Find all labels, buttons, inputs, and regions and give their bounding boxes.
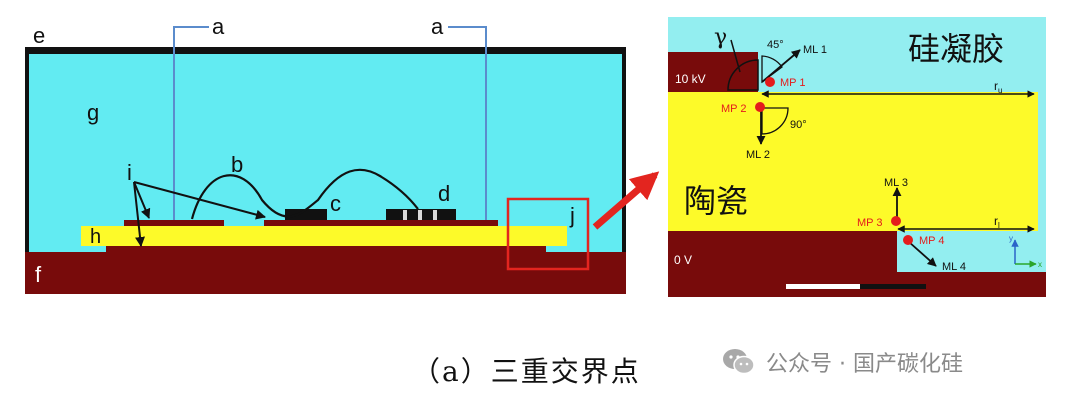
ru-sub: u [998, 86, 1002, 95]
bond-wire-b [190, 168, 419, 220]
label-f: f [35, 262, 42, 287]
gel-label: 硅凝胶 [908, 30, 1004, 68]
voltage-high-label: 10 kV [675, 72, 706, 86]
mp3-label: MP 3 [857, 217, 882, 229]
zoom-highlight-box [506, 197, 590, 271]
label-b: b [231, 152, 243, 177]
chip-d-gap-3 [433, 210, 437, 220]
housing-right-edge [622, 47, 626, 257]
ml4-label: ML 4 [942, 261, 966, 273]
label-a-right: a [431, 14, 444, 39]
ml1-arrow [761, 49, 801, 83]
ml2-label: ML 2 [746, 149, 770, 161]
pointer-i-1 [133, 181, 151, 219]
axis-y-label: y [1009, 234, 1013, 243]
mp1-label: MP 1 [780, 77, 805, 89]
housing-top-edge [25, 47, 626, 54]
ru-label: ru [994, 79, 1002, 95]
axis-x-label: x [1038, 260, 1042, 269]
pointer-i-3 [133, 181, 145, 247]
chip-d-gap-2 [418, 210, 422, 220]
ml1-label: ML 1 [803, 44, 827, 56]
label-h: h [90, 226, 101, 248]
watermark-text: 公众号 · 国产碳化硅 [766, 352, 963, 377]
module-cross-section: e g f h i b c d j a a [25, 14, 660, 294]
mp1-point [765, 77, 775, 87]
terminal-wire-right [448, 26, 487, 220]
baseplate [25, 252, 626, 294]
label-e: e [33, 23, 45, 48]
gamma-angle-wedge [727, 59, 759, 91]
triple-point-detail: γ 45° ML 1 90° ML 2 ru rl ML 3 ML 4 MP 1… [668, 17, 1046, 297]
housing-left-edge [25, 47, 29, 257]
ceramic-label: 陶瓷 [684, 182, 748, 220]
mp3-point [891, 216, 901, 226]
angle-45-wedge [761, 55, 783, 84]
mp2-point [755, 102, 765, 112]
gamma-symbol: γ [714, 25, 727, 50]
ml4-arrow [908, 241, 937, 267]
gamma-pointer [730, 39, 741, 73]
rl-sub: l [998, 221, 1000, 230]
watermark: 公众号 · 国产碳化硅 [722, 346, 963, 378]
rl-main: r [994, 214, 998, 228]
detail-scale-bar [786, 284, 926, 289]
mp4-point [903, 235, 913, 245]
terminal-wire-left [173, 26, 209, 220]
pointer-i-2 [133, 181, 266, 220]
label-a-left: a [212, 14, 225, 39]
rl-label: rl [994, 214, 1000, 230]
mp4-label: MP 4 [919, 235, 944, 247]
detail-ceramic [668, 92, 1038, 231]
metal-pad-right [264, 220, 498, 226]
label-i: i [127, 160, 132, 185]
angle-90-label: 90° [790, 119, 807, 131]
chip-c [285, 209, 327, 220]
metal-pad-left [124, 220, 224, 226]
figure-caption: （a）三重交界点 [412, 355, 641, 388]
voltage-low-label: 0 V [674, 253, 692, 267]
angle-45-label: 45° [767, 39, 784, 51]
label-j: j [569, 203, 575, 228]
chip-d-gap-1 [403, 210, 407, 220]
detail-scale-bar-dark [860, 284, 926, 289]
wechat-icon [722, 347, 756, 377]
label-d: d [438, 181, 450, 206]
label-c: c [330, 191, 341, 216]
ml3-label: ML 3 [884, 177, 908, 189]
baseplate-step [106, 246, 546, 252]
label-g: g [87, 100, 99, 125]
angle-90-wedge [761, 107, 789, 135]
zoom-arrow [592, 171, 660, 230]
mp2-label: MP 2 [721, 103, 746, 115]
ru-main: r [994, 79, 998, 93]
ceramic-substrate [81, 226, 567, 246]
